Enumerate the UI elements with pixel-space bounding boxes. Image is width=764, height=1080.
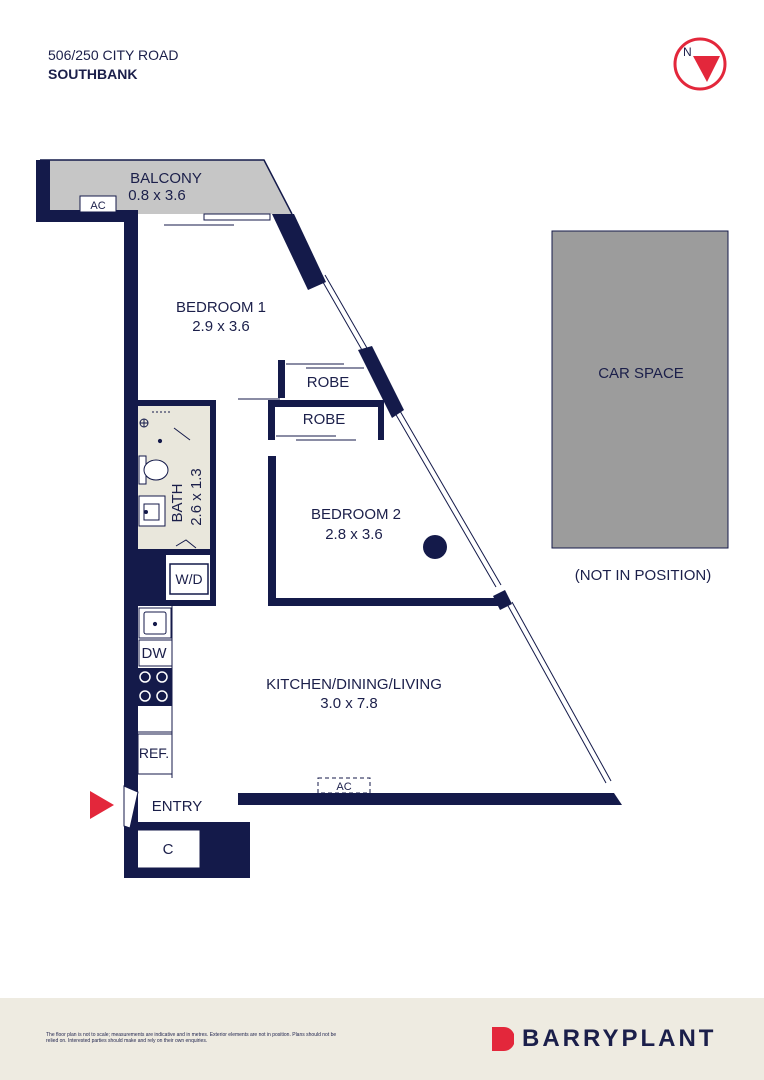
- dishwasher: [138, 639, 173, 667]
- brand-name: BARRYPLANT: [522, 1025, 717, 1052]
- balcony-ac-unit: [79, 195, 117, 213]
- balcony-ac-label: AC: [90, 200, 105, 212]
- bath-label: BATH: [169, 484, 186, 523]
- compass-icon: N: [673, 37, 727, 91]
- address-line-2: SOUTHBANK: [48, 66, 138, 82]
- vanity-basin-icon: [138, 495, 166, 527]
- fridge-space: [137, 733, 173, 775]
- cupboard-label: C: [163, 841, 174, 858]
- entry-door[interactable]: [123, 785, 139, 829]
- cooktop-icon: [136, 668, 172, 706]
- glazing: [319, 274, 612, 784]
- robe-sliding-doors: [238, 363, 364, 441]
- entry-label: ENTRY: [152, 798, 203, 815]
- entry-arrow-icon: [90, 791, 114, 819]
- robe-1-label: ROBE: [307, 374, 350, 391]
- address-line-1: 506/250 CITY ROAD: [48, 47, 179, 63]
- living-ac-unit: [317, 777, 371, 794]
- bedroom-2-label: BEDROOM 2: [311, 506, 401, 523]
- car-space: [551, 230, 729, 549]
- bath-door: [175, 504, 213, 549]
- dw-label: DW: [142, 645, 168, 662]
- floor-plan: N: [36, 37, 729, 878]
- car-space-note: (NOT IN POSITION): [575, 567, 711, 584]
- disclaimer: The floor plan is not to scale; measurem…: [46, 1032, 337, 1044]
- shower-icon: [139, 411, 191, 444]
- brand-mark-icon: [492, 1027, 514, 1051]
- bedroom-2-size: 2.8 x 3.6: [325, 526, 383, 543]
- bath-size: 2.6 x 1.3: [188, 468, 205, 526]
- bedroom-1-size: 2.9 x 3.6: [192, 318, 250, 335]
- toilet-icon: [138, 455, 169, 485]
- washer-dryer: [169, 563, 209, 595]
- balcony-size: 0.8 x 3.6: [128, 187, 186, 204]
- kitchen-label: KITCHEN/DINING/LIVING: [266, 676, 442, 693]
- car-space-label: CAR SPACE: [598, 365, 684, 382]
- living-ac-label: AC: [336, 781, 351, 793]
- kitchen-sink-icon: [138, 607, 172, 639]
- wd-label: W/D: [175, 571, 202, 587]
- footer: The floor plan is not to scale; measurem…: [0, 998, 764, 1080]
- kitchen-size: 3.0 x 7.8: [320, 695, 378, 712]
- bedroom-1-label: BEDROOM 1: [176, 299, 266, 316]
- balcony-sliding-door: [164, 213, 271, 226]
- structural-column: [423, 535, 447, 559]
- brand-logo: BARRYPLANT: [492, 1025, 716, 1053]
- balcony-label: BALCONY: [130, 170, 202, 187]
- ref-label: REF.: [139, 745, 169, 761]
- walls: [36, 160, 622, 878]
- cupboard: [133, 829, 201, 869]
- robe-2-label: ROBE: [303, 411, 346, 428]
- compass-north-label: N: [683, 45, 692, 59]
